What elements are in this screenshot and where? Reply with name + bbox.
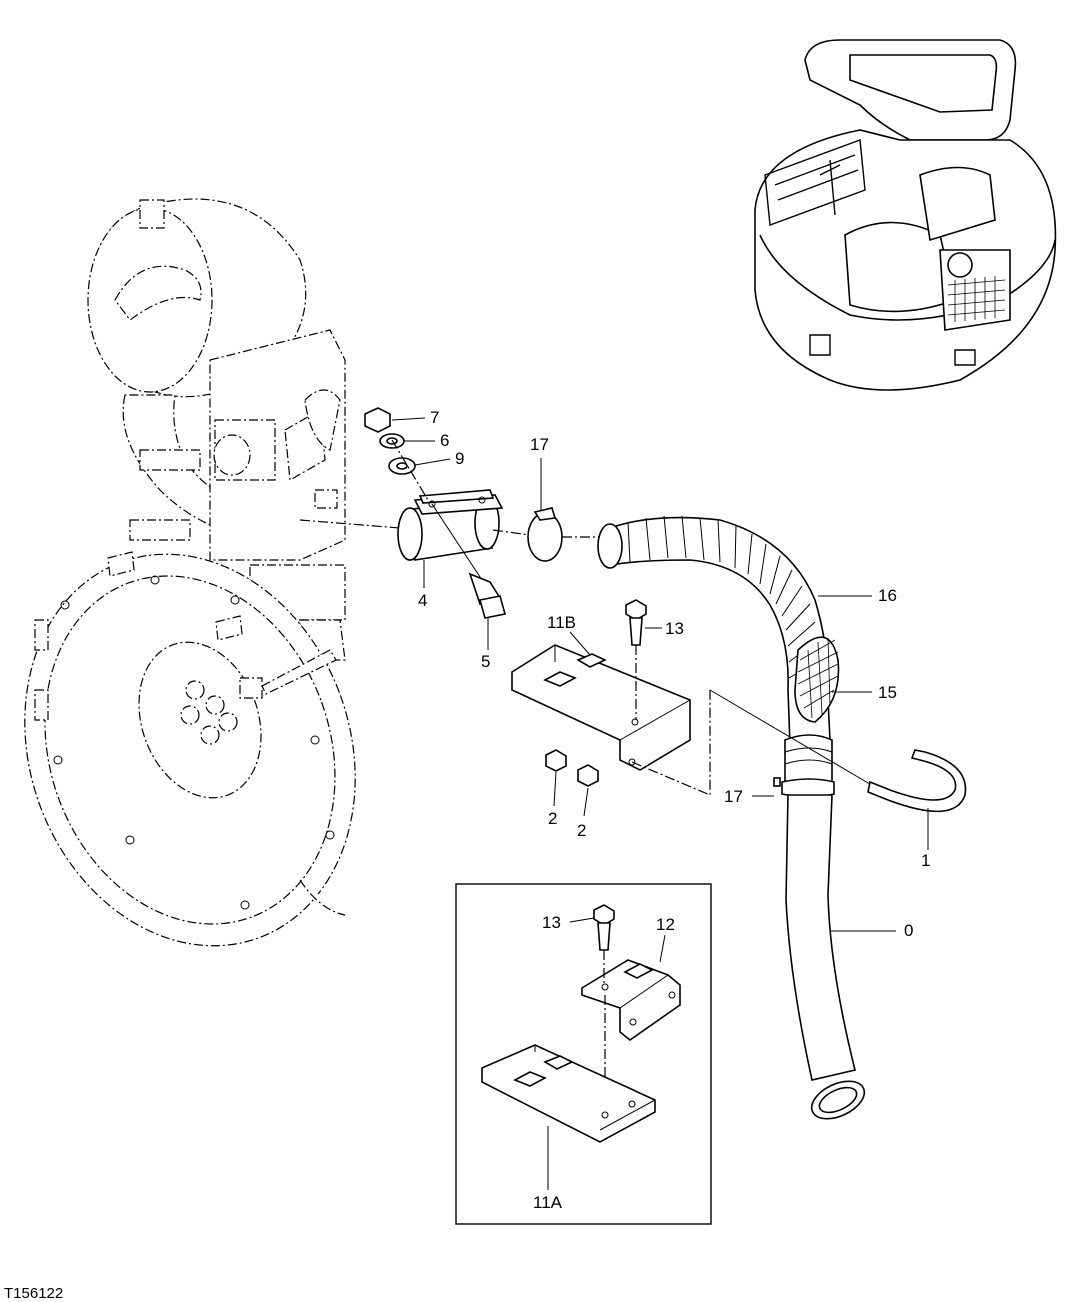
callout-0: 0 [904, 921, 913, 940]
callout-7: 7 [430, 408, 439, 427]
callout-labels: 7 6 9 17 4 5 16 11B 13 15 2 2 17 1 0 13 … [4, 408, 930, 1302]
callout-5: 5 [481, 652, 490, 671]
callout-11b: 11B [547, 613, 576, 632]
callout-9: 9 [455, 449, 464, 468]
tail-pipe-assembly [597, 515, 866, 1120]
callout-15: 15 [878, 683, 897, 702]
excavator-thumbnail [754, 39, 1057, 391]
callout-2-right: 2 [577, 821, 586, 840]
muffler-clamp-assembly [299, 407, 600, 619]
callout-13-inset: 13 [542, 913, 561, 932]
callout-6: 6 [440, 431, 449, 450]
figure-id: T156122 [4, 1285, 63, 1302]
callout-13-top: 13 [665, 619, 684, 638]
callout-17-top: 17 [530, 435, 549, 454]
inset-bracket-box [455, 883, 712, 1225]
callout-12: 12 [656, 915, 675, 934]
callout-11a: 11A [533, 1193, 563, 1212]
engine-outline [24, 198, 356, 947]
callout-4: 4 [418, 591, 427, 610]
callout-17-bottom: 17 [724, 787, 743, 806]
callout-16: 16 [878, 586, 897, 605]
callout-2-left: 2 [548, 809, 557, 828]
bracket-11b-assembly [511, 599, 967, 813]
leader-lines [391, 417, 929, 1190]
callout-1: 1 [921, 851, 930, 870]
